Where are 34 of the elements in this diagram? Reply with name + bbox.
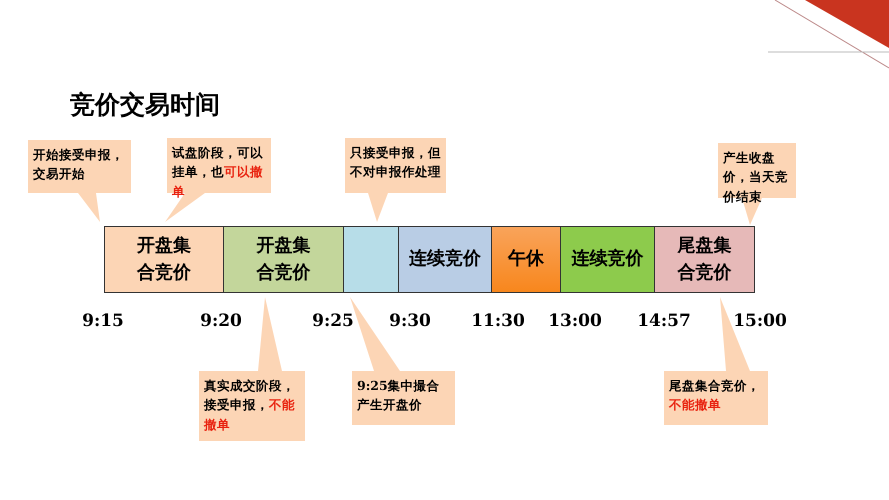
callout xyxy=(345,138,446,222)
time-label: 9:25 xyxy=(312,311,354,331)
phase-label: 连续竞价 xyxy=(408,247,482,272)
phase-label: 开盘集合竞价 xyxy=(136,234,192,284)
time-label: 15:00 xyxy=(733,311,787,331)
time-label: 9:20 xyxy=(200,311,242,331)
phase-segment xyxy=(398,226,492,293)
phase-segment xyxy=(560,226,655,293)
callout xyxy=(165,138,271,222)
phase-segment xyxy=(654,226,755,293)
callout-text: 尾盘集合竞价， 不能撤单 xyxy=(669,377,761,414)
phase-label: 连续竞价 xyxy=(570,247,644,272)
phase-label: 开盘集合竞价 xyxy=(255,234,312,284)
callout-text: 真实成交阶段，接受申报，不能撤单 xyxy=(204,377,296,434)
time-label: 14:57 xyxy=(637,311,691,331)
phase-segment xyxy=(343,226,399,293)
callout xyxy=(718,143,796,225)
time-label: 13:00 xyxy=(548,311,602,331)
time-label: 11:30 xyxy=(471,311,525,331)
callout-text: 试盘阶段，可以挂单，也可以撤单 xyxy=(172,144,264,201)
callout xyxy=(28,140,131,222)
callout xyxy=(199,297,305,441)
phase-segment xyxy=(104,226,224,293)
title: 竞价交易时间 xyxy=(70,89,220,121)
phase-segment xyxy=(491,226,561,293)
callout-text: 9:25集中撮合产生开盘价 xyxy=(357,377,441,414)
callout-text: 开始接受申报，交易开始 xyxy=(33,146,125,184)
callout-text: 产生收盘价，当天竞价结束 xyxy=(723,149,789,206)
phase-segment xyxy=(223,226,344,293)
phase-label: 尾盘集合竞价 xyxy=(676,234,732,284)
time-label: 9:15 xyxy=(82,311,124,331)
phase-label: 午休 xyxy=(506,247,545,272)
time-label: 9:30 xyxy=(389,311,431,331)
callout-text: 只接受申报，但不对申报作处理 xyxy=(350,144,442,182)
